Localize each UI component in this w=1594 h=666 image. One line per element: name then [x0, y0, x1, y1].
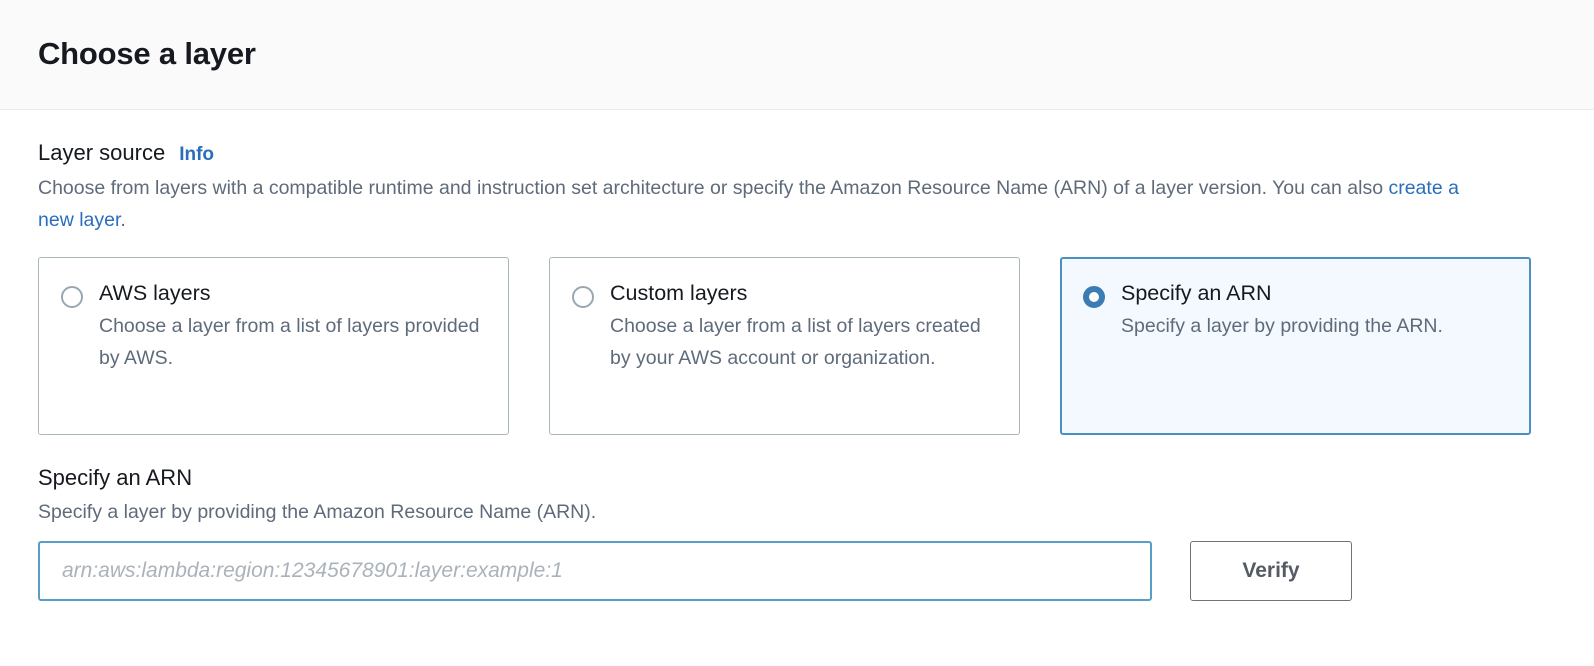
create-a-new-layer-link[interactable]: create a new layer — [38, 177, 1459, 231]
tile-description-specify-an-arn: Specify a layer by providing the ARN. — [1121, 315, 1443, 338]
layer-source-tile-specify-an-arn[interactable]: Specify an ARN Specify a layer by provid… — [1060, 256, 1531, 435]
layer-source-label-row: Layer source Info — [38, 140, 1556, 166]
tile-title-custom-layers: Custom layers — [610, 280, 748, 305]
layer-source-tile-text-aws-layers: AWS layers Choose a layer from a list of… — [99, 280, 486, 375]
layer-source-label: Layer source — [38, 140, 166, 165]
tile-description-aws-layers: Choose a layer from a list of layers pro… — [99, 315, 480, 369]
layer-source-tile-text-custom-layers: Custom layers Choose a layer from a list… — [610, 280, 997, 375]
arn-input-row: Verify — [38, 541, 1556, 602]
panel-body: Layer source Info Choose from layers wit… — [0, 110, 1594, 602]
arn-field-sublabel: Specify a layer by providing the Amazon … — [38, 500, 597, 523]
verify-button[interactable]: Verify — [1190, 541, 1352, 602]
tile-description-custom-layers: Choose a layer from a list of layers cre… — [610, 315, 981, 369]
panel-header: Choose a layer — [0, 0, 1594, 110]
layer-source-option-tiles: AWS layers Choose a layer from a list of… — [38, 256, 1556, 435]
arn-field-label: Specify an ARN — [38, 464, 193, 490]
layer-source-tile-aws-layers[interactable]: AWS layers Choose a layer from a list of… — [38, 256, 509, 435]
layer-source-description: Choose from layers with a compatible run… — [38, 173, 1498, 236]
radio-icon-specify-an-arn[interactable] — [1083, 285, 1105, 308]
arn-input[interactable] — [38, 541, 1152, 602]
layer-source-description-text-2: . — [120, 208, 126, 231]
specify-an-arn-section: Specify an ARN Specify a layer by provid… — [38, 465, 1556, 602]
layer-source-description-text-1: Choose from layers with a compatible run… — [38, 177, 1389, 200]
layer-source-tile-text-specify-an-arn: Specify an ARN Specify a layer by provid… — [1121, 280, 1443, 343]
page-title: Choose a layer — [38, 36, 256, 72]
radio-icon-aws-layers[interactable] — [61, 285, 83, 308]
radio-icon-custom-layers[interactable] — [572, 285, 594, 308]
tile-title-specify-an-arn: Specify an ARN — [1121, 280, 1272, 305]
tile-title-aws-layers: AWS layers — [99, 280, 211, 305]
layer-source-tile-custom-layers[interactable]: Custom layers Choose a layer from a list… — [549, 256, 1020, 435]
info-link[interactable]: Info — [179, 144, 215, 165]
